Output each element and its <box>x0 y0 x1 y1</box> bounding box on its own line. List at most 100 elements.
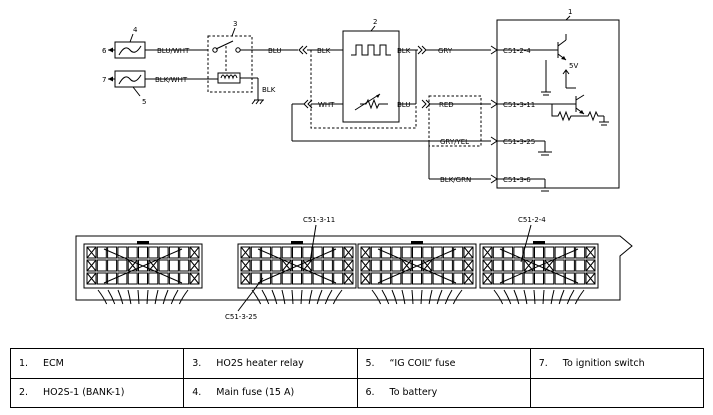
terminal-c51-3-11: C51-3-11 <box>503 101 535 109</box>
connector-pin <box>453 259 464 272</box>
terminal-c51-3-25: C51-3-25 <box>503 138 535 146</box>
connector-cross <box>103 248 183 284</box>
connector-pin <box>168 259 179 272</box>
connector-pin <box>412 246 422 259</box>
harness-wire <box>420 289 423 305</box>
ecm-connector-view <box>75 235 633 305</box>
connector-pin <box>138 259 148 272</box>
connector-pin <box>463 246 474 259</box>
shield-line <box>310 50 417 129</box>
connector-pin <box>370 259 381 272</box>
connector-pin <box>322 246 333 259</box>
connector-pin <box>534 272 544 285</box>
connector-pin <box>312 272 323 285</box>
connector-pin <box>482 272 493 285</box>
blank-pin-cross <box>482 246 493 259</box>
connector-pin <box>250 246 261 259</box>
blank-pin-cross <box>240 246 251 259</box>
blank-pin-cross <box>463 246 474 259</box>
harness-wire <box>162 289 169 305</box>
wire-red: RED <box>439 101 454 109</box>
connector-pin <box>292 272 302 285</box>
blank-pin-cross <box>240 272 251 285</box>
wire-blk-ground: BLK <box>262 86 276 94</box>
ho2s-sensor <box>342 30 400 123</box>
legend-cell: 3.HO2S heater relay <box>183 348 358 379</box>
blank-pin-cross <box>585 272 596 285</box>
connector-pin <box>343 259 354 272</box>
connector-pin <box>179 259 190 272</box>
legend-cell: 5.“IG COIL” fuse <box>356 348 531 379</box>
connector-pin <box>401 272 412 285</box>
connector-pin <box>554 246 565 259</box>
harness-wire <box>401 289 406 305</box>
connector-pin <box>463 259 474 272</box>
callout-battery: 6 <box>102 47 107 55</box>
wire-blk-grn: BLK/GRN <box>440 176 471 184</box>
connector-pin <box>240 272 251 285</box>
harness-wire <box>391 289 398 305</box>
connector-pin <box>391 272 402 285</box>
connector-chevron <box>298 45 308 55</box>
connector-pin <box>292 246 302 259</box>
wiring-diagram: 6 7 4 5 BLU/WHT BLK/WHT 3 BLU BLK BLK <box>75 8 633 321</box>
harness-wire <box>291 289 294 305</box>
harness-wire <box>428 289 433 305</box>
ho2s-heater-relay <box>207 35 258 93</box>
connector-pin <box>503 272 514 285</box>
connector-pin <box>523 246 534 259</box>
connector-pin <box>422 246 433 259</box>
harness-wire <box>533 289 536 305</box>
connector-pin <box>503 259 514 272</box>
connector-pin <box>381 246 392 259</box>
harness-wire <box>107 289 116 305</box>
connector-pin <box>585 272 596 285</box>
wire-blu-relay: BLU <box>268 47 281 55</box>
connector-pin <box>302 272 313 285</box>
connector-pin <box>240 259 251 272</box>
wire-wht: WHT <box>318 101 335 109</box>
connector-latch <box>533 241 545 244</box>
harness-wire <box>493 289 504 305</box>
connector-pin <box>250 259 261 272</box>
connector-pin <box>271 246 282 259</box>
connector-pin <box>189 272 200 285</box>
connector-latch <box>137 241 149 244</box>
harness-wire <box>271 289 278 305</box>
connector-pin <box>292 259 302 272</box>
connector-pin <box>564 259 575 272</box>
connector-pin <box>401 246 412 259</box>
connector-pin <box>432 246 443 259</box>
connector-pin <box>432 272 443 285</box>
harness-wire <box>137 289 140 305</box>
connector-pin <box>453 246 464 259</box>
blank-pin-cross <box>189 272 200 285</box>
connector-label-c51-2-4: C51-2-4 <box>518 216 546 224</box>
harness-wire <box>558 289 565 305</box>
connector-pin <box>370 246 381 259</box>
harness-wire <box>503 289 512 305</box>
harness-wire <box>411 289 414 305</box>
legend-row: 1.ECM 3.HO2S heater relay 5.“IG COIL” fu… <box>9 348 705 379</box>
connector-pin <box>281 272 292 285</box>
blank-pin-cross <box>343 272 354 285</box>
wire-blk-wht: BLK/WHT <box>155 76 188 84</box>
voltage-5v: 5V <box>569 62 578 70</box>
blank-pin-cross <box>585 259 596 272</box>
connector-pin <box>442 259 453 272</box>
wire-gry: GRY <box>438 47 453 55</box>
connector-pin <box>432 259 443 272</box>
blank-pin-cross <box>585 246 596 259</box>
harness-wire <box>316 289 323 305</box>
connector-pin <box>312 246 323 259</box>
connector-pin <box>117 246 128 259</box>
harness-wire <box>261 289 270 305</box>
main-fuse <box>114 41 146 59</box>
connector-pin <box>158 246 169 259</box>
connector-pin <box>117 272 128 285</box>
connector-pin <box>189 246 200 259</box>
ig-coil-fuse <box>114 70 146 88</box>
connector-pin <box>575 259 586 272</box>
connector-pin <box>271 272 282 285</box>
callout-ecm: 1 <box>568 8 572 16</box>
